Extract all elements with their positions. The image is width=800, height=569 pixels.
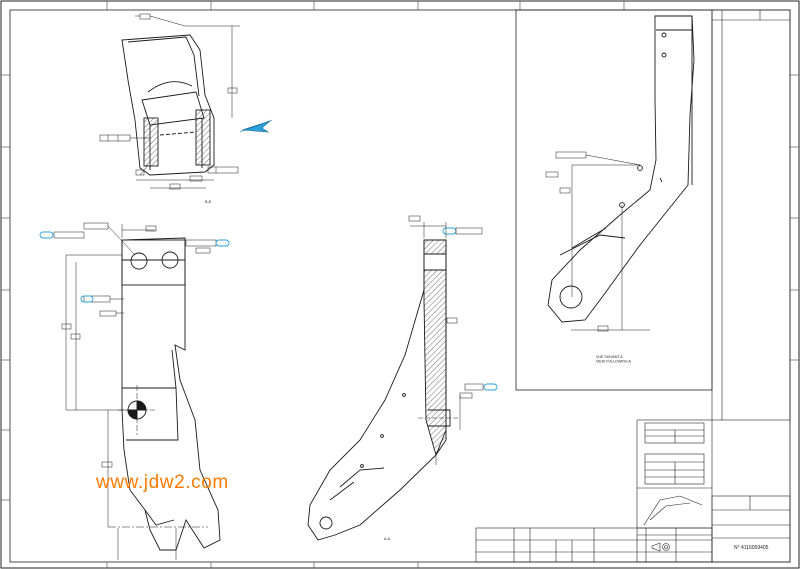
detail-view bbox=[545, 15, 695, 332]
side-section bbox=[307, 215, 484, 541]
watermark-text: www.jdw2.com bbox=[96, 472, 229, 493]
first-angle-projection-icon bbox=[651, 542, 670, 552]
view-direction-arrow-icon bbox=[239, 119, 273, 133]
section-label-bb: B-B bbox=[205, 200, 212, 204]
top-view bbox=[99, 13, 240, 190]
revision-column bbox=[711, 9, 791, 421]
title-block bbox=[475, 419, 791, 563]
drawing-number: N° 4116059405 bbox=[734, 545, 769, 551]
section-label-aa: A-A bbox=[384, 537, 391, 541]
detail-view-frame bbox=[515, 9, 713, 391]
front-view bbox=[53, 222, 221, 560]
